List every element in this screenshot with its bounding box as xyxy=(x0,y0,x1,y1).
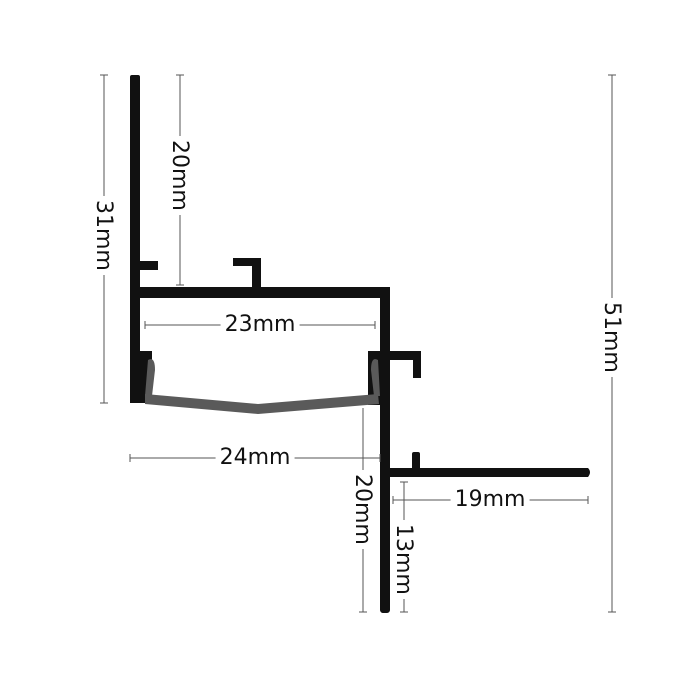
dim-outer-width: 24mm xyxy=(215,447,295,469)
diffuser xyxy=(145,394,379,414)
dim-top-flange-height: 20mm xyxy=(167,136,192,215)
dim-lower-height: 20mm xyxy=(350,470,375,549)
dim-wing-height: 13mm xyxy=(391,520,416,599)
dim-total-height: 51mm xyxy=(599,298,624,377)
aluminium-profile xyxy=(130,75,590,613)
dim-inner-width: 23mm xyxy=(220,314,300,336)
dim-left-height: 31mm xyxy=(91,196,116,275)
diffuser-clips xyxy=(145,359,380,396)
dim-wing-width: 19mm xyxy=(450,489,530,511)
